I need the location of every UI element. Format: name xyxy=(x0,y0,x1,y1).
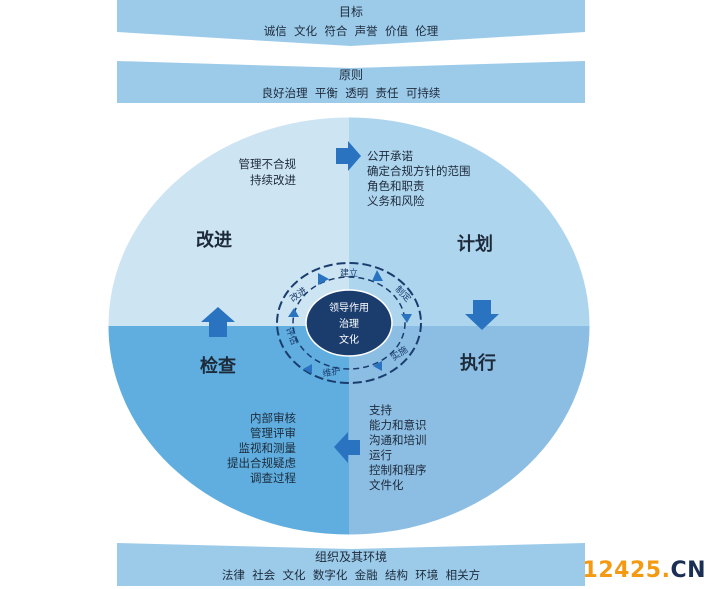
principles-banner: 原则 良好治理 平衡 透明 责任 可持续 xyxy=(117,61,585,103)
goals-banner: 目标 诚信 文化 符合 声誉 价值 伦理 xyxy=(117,0,585,46)
do-note: 控制和程序 xyxy=(369,463,427,477)
plan-quadrant xyxy=(349,117,590,326)
plan-notes: 公开承诺 确定合规方针的范围 角色和职责 义务和风险 xyxy=(367,149,471,208)
context-title: 组织及其环境 xyxy=(315,549,387,564)
improve-label: 改进 xyxy=(196,229,232,251)
check-note: 监视和测量 xyxy=(239,441,297,455)
goals-banner-shape xyxy=(117,0,585,46)
improve-note: 持续改进 xyxy=(250,173,296,187)
arrow-down-icon xyxy=(465,300,499,330)
context-banner-shape xyxy=(117,543,585,586)
principles-title: 原则 xyxy=(339,68,363,82)
arrow-left-icon xyxy=(334,432,360,463)
check-note: 管理评审 xyxy=(250,426,296,440)
check-note: 内部审核 xyxy=(250,411,296,425)
arrow-right-icon xyxy=(336,141,361,171)
center-core xyxy=(305,289,393,357)
do-note: 文件化 xyxy=(369,478,404,492)
check-note: 提出合规疑虑 xyxy=(227,456,296,470)
outer-dashed-ring xyxy=(276,262,422,384)
ring-label-establish: 建立 xyxy=(340,267,358,279)
improve-notes: 管理不合规 持续改进 xyxy=(239,157,297,187)
do-note: 支持 xyxy=(369,403,392,417)
do-label: 执行 xyxy=(460,352,496,374)
arrow-up-icon xyxy=(201,307,235,337)
check-notes: 内部审核 管理评审 监视和测量 提出合规疑虑 调查过程 xyxy=(227,411,296,485)
plan-note: 确定合规方针的范围 xyxy=(367,164,471,178)
plan-note: 公开承诺 xyxy=(367,149,413,163)
center-line: 治理 xyxy=(339,317,359,330)
ring-arrow-icon xyxy=(288,308,299,317)
center-line: 领导作用 xyxy=(329,301,369,314)
context-banner: 组织及其环境 法律 社会 文化 数字化 金融 结构 环境 相关方 xyxy=(117,543,585,586)
ring-arrow-icon xyxy=(372,270,383,281)
goals-items: 诚信 文化 符合 声誉 价值 伦理 xyxy=(264,24,439,38)
ellipse-outline xyxy=(107,116,591,536)
ring-arrow-icon xyxy=(318,273,329,285)
site-watermark: 12425.CN xyxy=(583,558,706,583)
inner-dashed-ring xyxy=(292,276,406,370)
improve-note: 管理不合规 xyxy=(239,157,297,171)
improve-quadrant xyxy=(108,117,349,326)
ring-arrow-icon xyxy=(303,364,312,374)
ring-arrow-icon xyxy=(401,314,412,323)
ring-arrow-icon xyxy=(373,361,382,371)
check-label: 检查 xyxy=(200,355,236,377)
plan-note: 义务和风险 xyxy=(367,194,425,208)
ring-label-maintain: 维护 xyxy=(322,365,342,380)
watermark-tld: CN xyxy=(670,558,706,583)
center-line: 文化 xyxy=(339,333,359,346)
goals-title: 目标 xyxy=(339,5,363,19)
check-note: 调查过程 xyxy=(250,471,296,485)
principles-banner-shape xyxy=(117,61,585,103)
do-note: 沟通和培训 xyxy=(369,433,427,447)
watermark-dot: . xyxy=(661,558,671,583)
plan-label: 计划 xyxy=(457,233,493,255)
do-note: 运行 xyxy=(369,448,392,462)
watermark-number: 12425 xyxy=(582,558,662,583)
plan-note: 角色和职责 xyxy=(367,179,425,193)
do-note: 能力和意识 xyxy=(369,418,427,432)
do-notes: 支持 能力和意识 沟通和培训 运行 控制和程序 文件化 xyxy=(369,403,427,492)
principles-items: 良好治理 平衡 透明 责任 可持续 xyxy=(262,86,441,100)
context-items: 法律 社会 文化 数字化 金融 结构 环境 相关方 xyxy=(222,568,480,582)
